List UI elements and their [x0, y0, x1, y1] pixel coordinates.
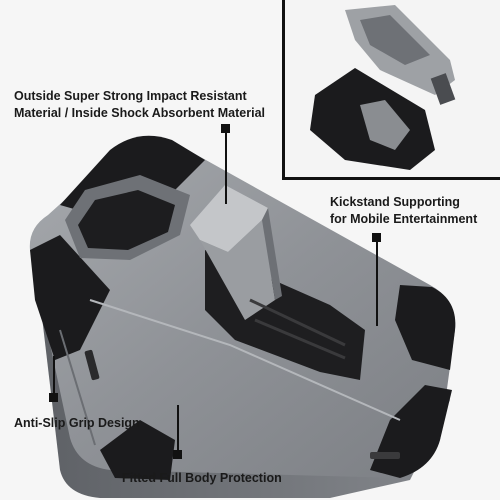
callout-grip-leader	[53, 356, 55, 394]
callout-material: Outside Super Strong Impact Resistant Ma…	[14, 88, 265, 122]
camera-cutout	[78, 190, 175, 250]
bumper-right-top	[395, 285, 456, 370]
callout-kickstand-leader	[376, 241, 378, 326]
kickstand-top	[190, 185, 268, 252]
callout-material-marker	[221, 124, 230, 133]
bumper-bottom	[100, 420, 175, 480]
callout-kickstand-marker	[372, 233, 381, 242]
callout-kickstand-line2: for Mobile Entertainment	[330, 212, 478, 226]
bumper-left	[30, 235, 110, 360]
inset-case-parts-illustration	[310, 5, 456, 170]
callout-kickstand-line1: Kickstand Supporting	[330, 195, 460, 209]
callout-protection-leader	[177, 405, 179, 451]
callout-material-line1: Outside Super Strong Impact Resistant	[14, 89, 247, 103]
callout-grip-marker	[49, 393, 58, 402]
callout-kickstand: Kickstand Supporting for Mobile Entertai…	[330, 194, 477, 228]
callout-protection-marker	[173, 450, 182, 459]
callout-protection: Fitted Full Body Protection	[122, 471, 282, 485]
callout-material-leader	[225, 132, 227, 204]
callout-grip: Anti-Slip Grip Design	[14, 416, 140, 430]
callout-material-line2: Material / Inside Shock Absorbent Materi…	[14, 106, 265, 120]
inset-detail-box	[282, 0, 500, 180]
